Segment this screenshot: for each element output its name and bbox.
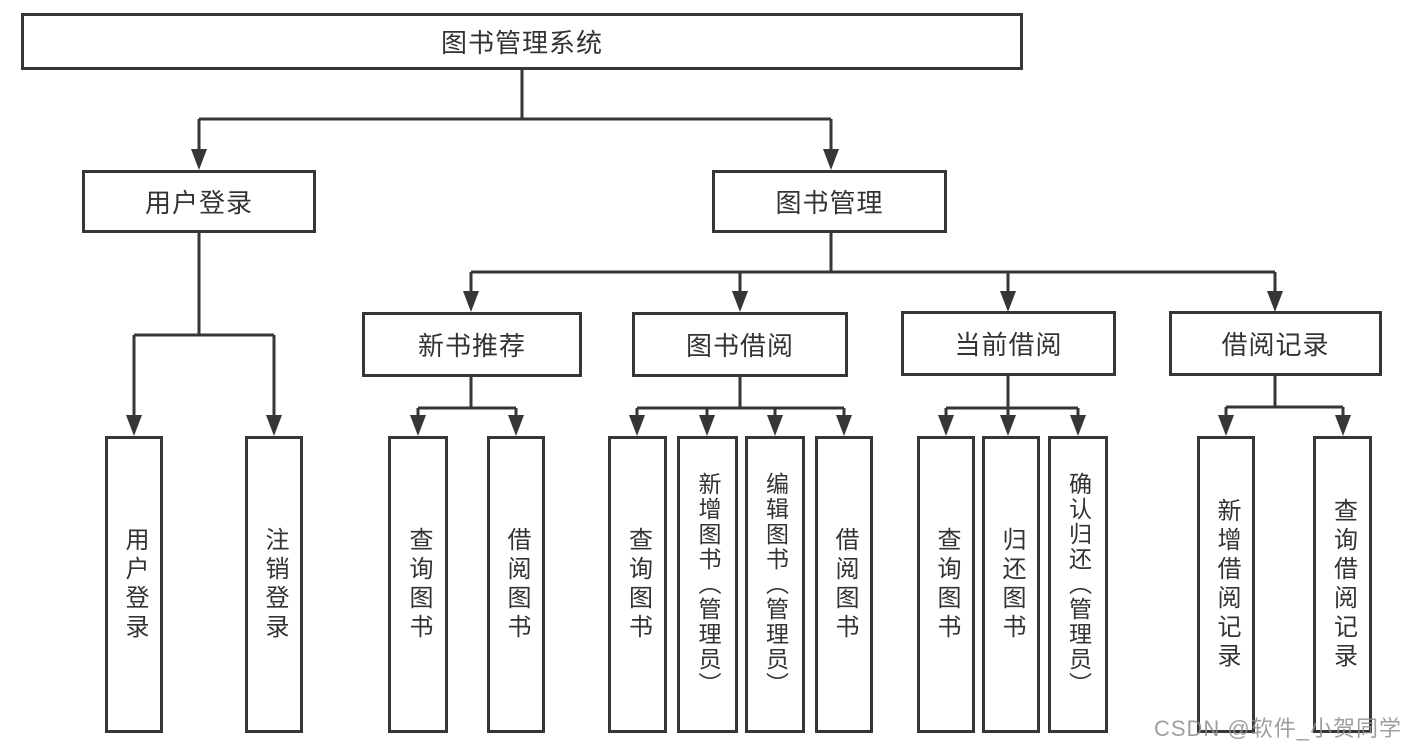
node-new-book-recommend-label: 新书推荐 xyxy=(417,331,526,361)
leaf-return-book: 归还图书 xyxy=(982,436,1040,733)
node-book-borrowing: 图书借阅 xyxy=(632,312,848,377)
node-current-borrowing: 当前借阅 xyxy=(901,311,1116,376)
leaf-logout-login: 注销登录 xyxy=(245,436,303,733)
node-library-system: 图书管理系统 xyxy=(21,13,1023,70)
leaf-query-books-borrowing: 查询图书 xyxy=(608,436,667,733)
leaf-edit-book-admin-label: 编辑图书（管理员） xyxy=(762,472,789,697)
connector-current-borrowing-children xyxy=(938,376,1086,436)
node-current-borrowing-label: 当前借阅 xyxy=(954,330,1063,360)
leaf-borrow-books-borrowing-label: 借阅图书 xyxy=(831,526,858,643)
node-user-login: 用户登录 xyxy=(82,170,316,233)
connector-root-to-level1 xyxy=(191,70,839,170)
leaf-query-books-recommend-label: 查询图书 xyxy=(405,526,432,643)
connector-book-management-children xyxy=(463,233,1283,312)
leaf-return-book-label: 归还图书 xyxy=(998,526,1025,643)
leaf-user-login-label: 用户登录 xyxy=(121,526,148,643)
node-borrow-records-label: 借阅记录 xyxy=(1221,330,1330,360)
node-book-management-label: 图书管理 xyxy=(775,188,884,218)
leaf-logout-login-label: 注销登录 xyxy=(261,526,288,643)
watermark-text: CSDN @软件_小贺同学 xyxy=(1153,716,1402,741)
leaf-borrow-books-recommend: 借阅图书 xyxy=(487,436,545,733)
leaf-confirm-return-admin-label: 确认归还（管理员） xyxy=(1065,472,1092,697)
node-library-system-label: 图书管理系统 xyxy=(440,28,603,58)
leaf-add-borrow-record: 新增借阅记录 xyxy=(1197,436,1255,733)
leaf-add-borrow-record-label: 新增借阅记录 xyxy=(1213,497,1240,672)
connector-user-login-children xyxy=(126,232,282,436)
leaf-query-books-current: 查询图书 xyxy=(917,436,975,733)
leaf-query-books-recommend: 查询图书 xyxy=(388,436,448,733)
connector-book-borrowing-children xyxy=(629,377,852,436)
leaf-borrow-books-recommend-label: 借阅图书 xyxy=(503,526,530,643)
node-borrow-records: 借阅记录 xyxy=(1169,311,1382,376)
node-book-borrowing-label: 图书借阅 xyxy=(685,331,794,361)
leaf-borrow-books-borrowing: 借阅图书 xyxy=(815,436,873,733)
node-book-management: 图书管理 xyxy=(712,170,947,233)
node-new-book-recommend: 新书推荐 xyxy=(362,312,582,377)
leaf-add-book-admin: 新增图书（管理员） xyxy=(677,436,738,733)
leaf-query-borrow-record: 查询借阅记录 xyxy=(1313,436,1372,733)
leaf-edit-book-admin: 编辑图书（管理员） xyxy=(745,436,805,733)
leaf-query-books-current-label: 查询图书 xyxy=(933,526,960,643)
leaf-add-book-admin-label: 新增图书（管理员） xyxy=(695,472,721,697)
node-user-login-label: 用户登录 xyxy=(144,188,253,218)
leaf-confirm-return-admin: 确认归还（管理员） xyxy=(1048,436,1108,733)
leaf-query-borrow-record-label: 查询借阅记录 xyxy=(1329,497,1357,672)
connector-borrow-records-children xyxy=(1218,376,1351,436)
connector-new-book-recommend-children xyxy=(410,377,524,436)
leaf-user-login: 用户登录 xyxy=(105,436,163,733)
leaf-query-books-borrowing-label: 查询图书 xyxy=(624,526,652,643)
